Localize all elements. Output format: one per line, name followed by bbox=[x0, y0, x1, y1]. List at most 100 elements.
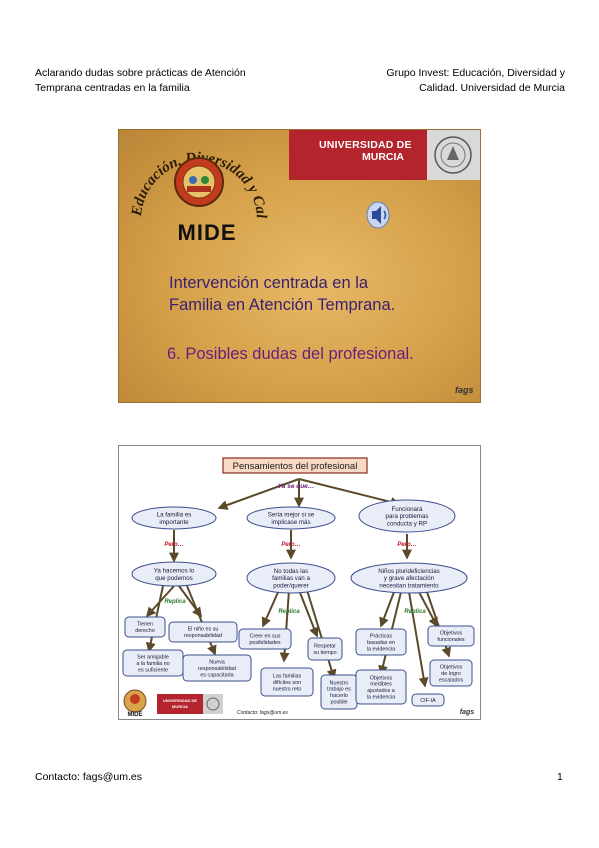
reply-node-shape bbox=[238, 628, 292, 650]
reply-node-text: responsabilidad bbox=[184, 633, 222, 639]
slide-subtitle: 6. Posibles dudas del profesional. bbox=[167, 345, 414, 363]
university-line1: UNIVERSIDAD DE bbox=[319, 139, 412, 151]
connector-arrow bbox=[261, 589, 280, 628]
university-seal bbox=[427, 130, 480, 180]
slide-title-line2: Familia en Atención Temprana. bbox=[169, 296, 396, 314]
reply-node-text: posible bbox=[330, 699, 347, 705]
reply-node-text: a la familia no bbox=[136, 661, 169, 667]
reply-node-text: Las familias bbox=[273, 673, 302, 679]
reply-node-text: la evidencia bbox=[367, 694, 395, 700]
thought-node-shape bbox=[246, 506, 336, 530]
title-slide: Educación, Diversidad y Calidad MIDE UNI… bbox=[119, 130, 480, 402]
thought-node-text: Sería mejor si se bbox=[268, 512, 315, 519]
reply-node-text: funcionales bbox=[437, 637, 465, 643]
counter-node-text: Ya hacemos lo bbox=[154, 568, 195, 575]
reply-node-text: Tienen bbox=[137, 622, 153, 628]
reply-node-text: su tiempo bbox=[313, 650, 336, 656]
reply-node-text: Objetivos bbox=[440, 664, 463, 670]
thought-node-text: conducta y RP bbox=[387, 520, 427, 527]
reply-node-text: de logro bbox=[441, 671, 460, 677]
reply-node-shape bbox=[429, 659, 473, 687]
counter-node-shape bbox=[350, 562, 468, 594]
thought-node-shape bbox=[131, 506, 217, 530]
reply-node-text: Nueva bbox=[209, 659, 225, 665]
counter-node-shape bbox=[246, 562, 336, 594]
pero-label: Pero… bbox=[164, 542, 183, 548]
reply-node-text: Objetivos bbox=[440, 631, 463, 637]
pero-label: Pero… bbox=[281, 542, 300, 548]
counter-node-text: familias van a bbox=[272, 575, 310, 582]
connector-arrow bbox=[379, 591, 395, 628]
reply-node-text: es capacitarla bbox=[200, 672, 233, 678]
reply-node-shape bbox=[168, 621, 238, 643]
reply-node-text: Nuestro bbox=[330, 680, 349, 686]
mide-logo-word: MIDE bbox=[128, 712, 143, 718]
reply-node: CIF-IA bbox=[411, 693, 445, 707]
university-line2: MURCIA bbox=[362, 151, 404, 163]
reply-node-text: ajustados a bbox=[367, 688, 395, 694]
speaker-icon[interactable] bbox=[364, 200, 394, 235]
thought-node-text: Funcionará bbox=[392, 506, 424, 513]
logo-figure-icon bbox=[189, 176, 197, 184]
thought-node-text: La familia es bbox=[157, 512, 192, 519]
slide-signature: fags bbox=[460, 709, 475, 716]
reply-node-text: Prácticas bbox=[370, 633, 392, 639]
reply-node-shape bbox=[260, 667, 314, 697]
thought-node-shape bbox=[358, 499, 456, 533]
header-right-line1: Grupo Invest: Educación, Diversidad y bbox=[386, 67, 565, 79]
page-header-left: Aclarando dudas sobre prácticas de Atenc… bbox=[35, 66, 246, 96]
reply-node-shape bbox=[411, 693, 445, 707]
counter-node-text: y grave afectación bbox=[384, 575, 435, 582]
reply-node-text: difíciles son bbox=[273, 680, 301, 686]
reply-node-text: hacerlo bbox=[330, 693, 348, 699]
thought-node-text: importante bbox=[159, 519, 189, 526]
ya-se-que-label: Ya se que… bbox=[278, 483, 315, 490]
connector-arrow bbox=[408, 591, 429, 688]
reply-node-shape bbox=[182, 654, 252, 682]
connector-arrow bbox=[306, 589, 337, 680]
university-banner: UNIVERSIDAD DE MURCIA bbox=[289, 130, 427, 180]
header-left-line1: Aclarando dudas sobre prácticas de Atenc… bbox=[35, 67, 246, 79]
reply-node-text: Objetivos bbox=[370, 675, 393, 681]
connector-arrow bbox=[186, 585, 217, 656]
reply-node-text: Creer en sus bbox=[250, 634, 281, 640]
thought-node-text: implicase más bbox=[271, 519, 310, 526]
reply-node-text: es suficiente bbox=[138, 667, 168, 673]
replica-label: Replica bbox=[404, 609, 426, 615]
logo-banner-icon bbox=[187, 186, 211, 192]
reply-node-shape bbox=[427, 625, 475, 647]
reply-node-text: la evidencia bbox=[367, 646, 395, 652]
mide-logo-small: MIDE bbox=[123, 689, 147, 718]
footer-contact: Contacto: fags@um.es bbox=[35, 771, 142, 783]
university-seal-small bbox=[203, 694, 223, 714]
page-number: 1 bbox=[557, 771, 563, 783]
connector-arrow bbox=[298, 589, 319, 638]
logo-seal-inner bbox=[182, 165, 216, 199]
reply-node-shape bbox=[307, 637, 343, 661]
reply-node-text: posibilidades bbox=[249, 640, 280, 646]
thought-node-text: para problemas bbox=[386, 513, 429, 520]
connector-arrow bbox=[418, 591, 438, 628]
reply-node-text: Ser amigable bbox=[137, 654, 169, 660]
university-line2-small: MURCIA bbox=[172, 704, 188, 709]
reply-node-text: Respetar bbox=[314, 644, 336, 650]
reply-node-text: responsabilidad bbox=[198, 666, 236, 672]
pero-label: Pero… bbox=[397, 542, 416, 548]
slide-contact: Contacto: fags@um.es bbox=[237, 710, 288, 716]
replica-label: Replica bbox=[164, 599, 186, 605]
reply-node-text: escalados bbox=[439, 677, 464, 683]
